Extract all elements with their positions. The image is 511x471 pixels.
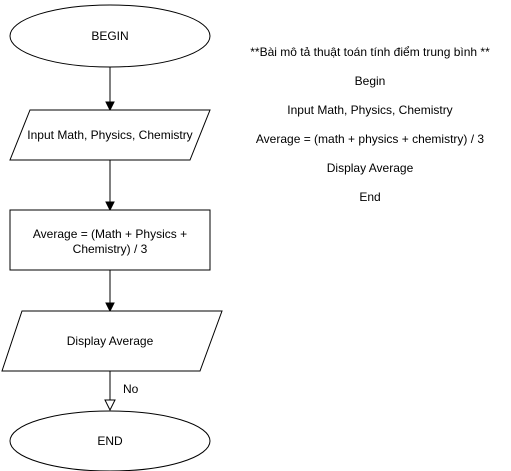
display-node: Display Average [1, 310, 223, 372]
end-node-label: END [97, 434, 123, 448]
edge-process-to-display [105, 270, 115, 313]
description-line-end: End [359, 190, 381, 204]
process-node-label-line1: Average = (Math + Physics + [33, 227, 187, 241]
begin-node: BEGIN [9, 4, 211, 68]
description-line-input: Input Math, Physics, Chemistry [287, 103, 453, 117]
end-node: END [9, 410, 211, 471]
description-line-begin: Begin [354, 74, 386, 88]
display-node-label: Display Average [67, 334, 154, 348]
input-node-label: Input Math, Physics, Chemistry [27, 128, 192, 142]
description-title: **Bài mô tả thuật toán tính điểm trung b… [250, 45, 490, 59]
input-node: Input Math, Physics, Chemistry [9, 109, 211, 161]
description-line-display: Display Average [326, 161, 414, 175]
algorithm-description: **Bài mô tả thuật toán tính điểm trung b… [230, 38, 510, 212]
process-node-label-line2: Chemistry) / 3 [73, 242, 148, 256]
description-line-average: Average = (math + physics + chemistry) /… [255, 132, 485, 146]
edge-display-to-end: No [104, 371, 139, 412]
process-node: Average = (Math + Physics + Chemistry) /… [9, 209, 211, 271]
edge-begin-to-input [105, 67, 115, 112]
begin-node-label: BEGIN [91, 29, 128, 43]
edge-input-to-process [105, 160, 115, 212]
edge-no-label: No [123, 382, 139, 396]
